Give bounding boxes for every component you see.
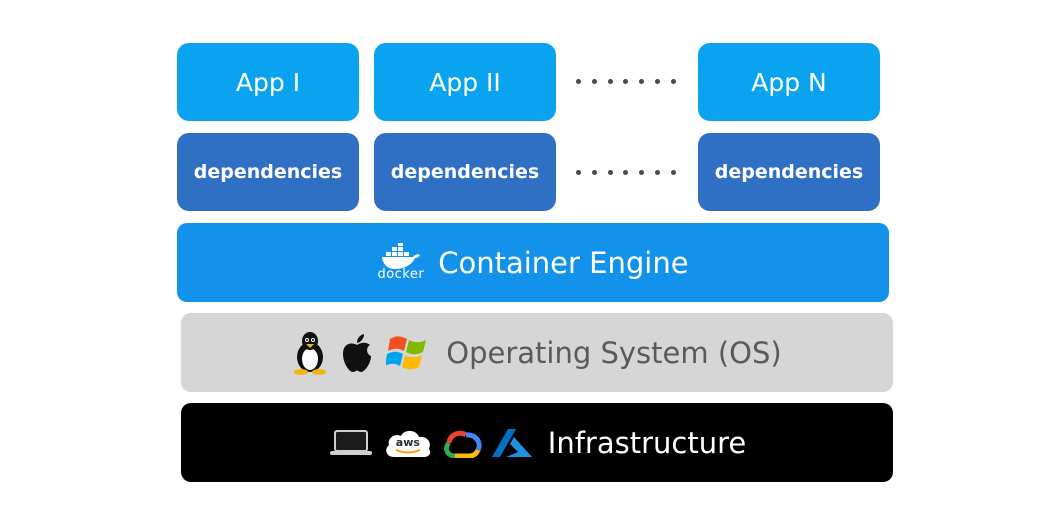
dependencies-label-2: dependencies bbox=[390, 161, 540, 183]
docker-logo-text: docker bbox=[377, 267, 425, 282]
windows-icon bbox=[386, 333, 432, 373]
aws-logo-text: aws bbox=[395, 435, 420, 449]
operating-system-label: Operating System (OS) bbox=[446, 335, 782, 370]
container-engine-layer: docker Container Engine bbox=[177, 223, 889, 302]
app-box-n: App N bbox=[698, 43, 880, 121]
app-label-1: App I bbox=[235, 67, 301, 97]
apple-icon bbox=[340, 333, 374, 373]
dependencies-box-2: dependencies bbox=[374, 133, 556, 211]
dependencies-label-1: dependencies bbox=[193, 161, 343, 183]
container-engine-label: Container Engine bbox=[438, 245, 689, 280]
docker-whale-icon bbox=[380, 243, 422, 269]
app-label-n: App N bbox=[751, 67, 827, 97]
google-cloud-icon bbox=[442, 428, 484, 458]
docker-logo: docker bbox=[377, 243, 424, 282]
dependencies-label-n: dependencies bbox=[714, 161, 864, 183]
app-ellipsis bbox=[576, 79, 676, 84]
aws-cloud-icon: aws bbox=[382, 427, 434, 459]
dependencies-ellipsis bbox=[576, 170, 676, 175]
linux-tux-icon bbox=[292, 331, 328, 375]
azure-icon bbox=[490, 427, 534, 459]
app-box-2: App II bbox=[374, 43, 556, 121]
dependencies-box-1: dependencies bbox=[177, 133, 359, 211]
app-box-1: App I bbox=[177, 43, 359, 121]
infrastructure-label: Infrastructure bbox=[547, 425, 747, 460]
laptop-icon bbox=[328, 429, 374, 457]
infrastructure-layer: aws Infrastructure bbox=[181, 403, 893, 482]
operating-system-layer: Operating System (OS) bbox=[181, 313, 893, 392]
app-label-2: App II bbox=[429, 67, 501, 97]
dependencies-box-n: dependencies bbox=[698, 133, 880, 211]
